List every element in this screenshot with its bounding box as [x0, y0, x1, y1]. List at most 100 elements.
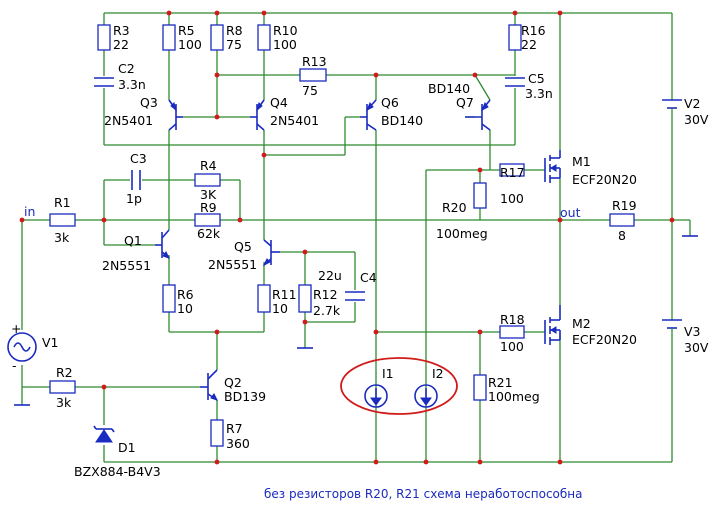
resistor-r10: [257, 24, 271, 51]
zener-diode-d1: [93, 425, 115, 443]
label-m2-type: ECF20N20: [572, 332, 637, 347]
label-q4-type: 2N5401: [270, 113, 319, 128]
resistor-r19: [609, 213, 635, 227]
label-r10-value: 100: [273, 37, 297, 52]
resistor-r1: [49, 213, 76, 227]
resistor-r12: [298, 284, 312, 313]
label-r21-value: 100meg: [488, 389, 540, 404]
label-r20: R20: [442, 200, 467, 215]
label-i2: I2: [432, 366, 444, 381]
highlight-ellipse: [340, 357, 458, 415]
label-m2: M2: [572, 316, 591, 331]
label-v2-value: 30V: [684, 112, 709, 127]
label-q6: Q6: [381, 95, 399, 110]
label-q6-type: BD140: [381, 113, 423, 128]
label-v2: V2: [684, 96, 701, 111]
component-labels: R3 22 R5 100 R8 75 R10 100 R16 22 C2 3.3…: [11, 23, 709, 501]
label-r12-value: 2.7k: [313, 303, 341, 318]
label-r18: R18: [500, 312, 525, 327]
resistor-r8: [210, 24, 224, 51]
resistor-r2: [49, 380, 76, 394]
label-r2: R2: [56, 365, 73, 380]
current-source-i2: [414, 384, 438, 408]
label-d1: D1: [118, 440, 136, 455]
label-r7-value: 360: [226, 436, 250, 451]
label-r6: R6: [177, 287, 194, 302]
label-r19: R19: [612, 198, 637, 213]
signal-source-v1: [7, 332, 37, 362]
label-r7: R7: [226, 421, 243, 436]
transistor-q1: [155, 229, 170, 259]
label-v3: V3: [684, 324, 701, 339]
resistor-r18: [499, 325, 525, 339]
label-c2: C2: [118, 61, 135, 76]
label-r11-value: 10: [272, 301, 288, 316]
label-r11: R11: [272, 287, 297, 302]
resistor-r17: [499, 163, 525, 177]
label-c4: C4: [360, 270, 377, 285]
resistor-r20: [473, 182, 487, 209]
label-r9-value: 62k: [197, 226, 221, 241]
label-r2-value: 3k: [56, 395, 72, 410]
label-c3: C3: [130, 151, 147, 166]
label-r4: R4: [200, 158, 217, 173]
resistor-r6: [162, 284, 176, 313]
net-label-out: out: [560, 205, 581, 220]
label-r6-value: 10: [177, 301, 193, 316]
label-c2-value: 3.3n: [118, 77, 146, 92]
label-r17-value: 100: [500, 191, 524, 206]
resistors: [49, 24, 635, 447]
label-r8: R8: [226, 23, 243, 38]
label-r19-value: 8: [618, 228, 626, 243]
label-q3: Q3: [140, 95, 158, 110]
label-c4-value: 22u: [318, 268, 342, 283]
label-c5: C5: [528, 71, 545, 86]
resistor-r21: [473, 374, 487, 401]
label-r16: R16: [521, 23, 546, 38]
capacitor-c4: [345, 291, 365, 301]
resistor-r5: [162, 24, 176, 51]
label-r3: R3: [113, 23, 130, 38]
capacitor-c5: [505, 77, 525, 87]
resistor-r3: [97, 24, 111, 51]
label-q5-type: 2N5551: [208, 257, 257, 272]
resistor-r16: [508, 24, 522, 51]
net-label-in: in: [24, 204, 35, 219]
mosfet-m2: [544, 305, 561, 345]
label-d1-type: BZX884-B4V3: [74, 464, 161, 479]
label-r10: R10: [273, 23, 298, 38]
label-q2: Q2: [224, 375, 242, 390]
label-m1: M1: [572, 154, 591, 169]
grounds: [14, 235, 698, 406]
label-v3-value: 30V: [684, 340, 709, 355]
capacitor-c3: [131, 170, 141, 190]
label-r8-value: 75: [226, 37, 242, 52]
label-r13: R13: [302, 54, 327, 69]
current-source-i1: [364, 384, 388, 408]
transistor-q5: [262, 239, 280, 267]
label-r3-value: 22: [113, 37, 129, 52]
label-q1: Q1: [124, 233, 142, 248]
label-q1-type: 2N5551: [102, 258, 151, 273]
label-r17: R17: [500, 165, 525, 180]
label-r12: R12: [313, 287, 338, 302]
transistor-q7: [465, 99, 491, 131]
label-r4-value: 3K: [200, 187, 217, 202]
sources: [7, 99, 682, 443]
resistor-r11: [257, 284, 271, 313]
footnote-text: без резисторов R20, R21 схема неработосп…: [264, 487, 583, 501]
label-r9: R9: [200, 200, 217, 215]
label-q3-type: 2N5401: [104, 113, 153, 128]
label-q7: Q7: [456, 95, 474, 110]
label-r13-value: 75: [302, 83, 318, 98]
label-r5-value: 100: [178, 37, 202, 52]
label-r1: R1: [54, 195, 71, 210]
label-r21: R21: [488, 375, 513, 390]
label-c5-value: 3.3n: [525, 86, 553, 101]
label-r16-value: 22: [521, 37, 537, 52]
battery-v3: [662, 319, 682, 352]
label-v1-minus: -: [12, 358, 17, 373]
capacitor-c2: [94, 77, 114, 87]
label-q4: Q4: [270, 95, 288, 110]
